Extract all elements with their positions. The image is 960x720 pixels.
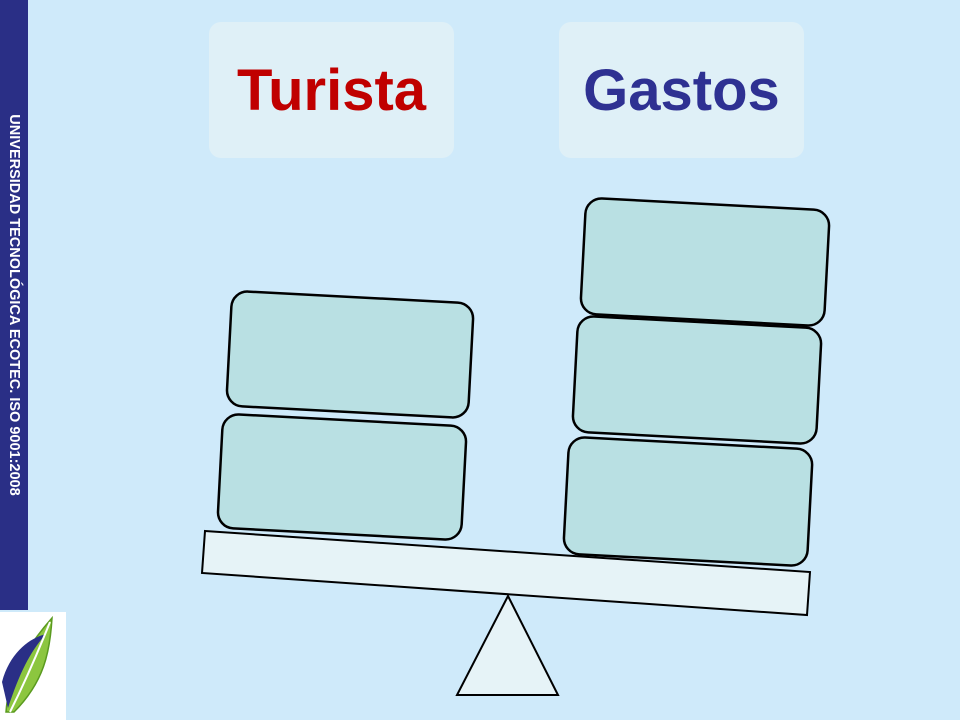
university-sidebar: UNIVERSIDAD TECNOLÓGICA ECOTEC. ISO 9001… — [0, 0, 28, 610]
gastos-weight-block — [579, 197, 831, 327]
turista-label-box: Turista — [209, 22, 454, 158]
gastos-label-box: Gastos — [559, 22, 804, 158]
gastos-weight-block — [571, 315, 823, 445]
turista-label: Turista — [236, 57, 427, 123]
turista-weight-block — [216, 413, 468, 541]
gastos-label: Gastos — [583, 57, 780, 123]
gastos-weight-block — [562, 436, 814, 567]
leaf-logo-icon — [0, 612, 66, 720]
fulcrum-triangle — [455, 593, 560, 696]
turista-weight-block — [225, 290, 475, 419]
scale-beam — [200, 529, 812, 617]
